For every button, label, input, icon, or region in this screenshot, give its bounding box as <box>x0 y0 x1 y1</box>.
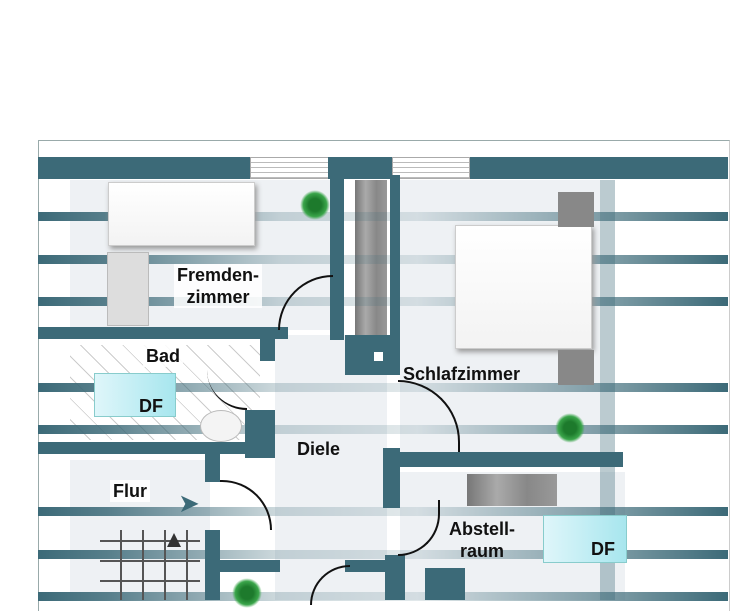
plant-icon <box>300 190 330 220</box>
room-label-line: Abstell- <box>449 519 516 539</box>
single-bed <box>108 182 255 246</box>
room-label-hall: Diele <box>297 439 341 459</box>
chimney <box>374 352 383 361</box>
room-label-line: zimmer <box>186 287 250 307</box>
roof-window-label: DF <box>591 539 615 559</box>
roof-window-bath <box>94 373 176 417</box>
roof-beam <box>600 180 615 600</box>
room-label-line: Fremden- <box>177 265 260 285</box>
plan-frame <box>38 140 730 611</box>
wall <box>383 452 623 467</box>
shelf <box>467 474 557 506</box>
wall <box>470 157 728 179</box>
wall <box>205 530 220 600</box>
arrow-right-icon: ➤ <box>178 488 200 518</box>
roof-window-label: DF <box>139 396 163 416</box>
wall <box>345 560 390 572</box>
toilet <box>200 410 242 442</box>
plant-icon <box>232 578 262 608</box>
wall <box>385 555 405 600</box>
roof-window-storage <box>543 515 627 563</box>
stair-direction-arrow-icon <box>167 533 181 547</box>
staircase <box>100 530 200 600</box>
nightstand <box>558 350 594 385</box>
room-label-bedroom: Schlafzimmer <box>403 364 521 384</box>
room-label-bath: Bad <box>143 345 184 367</box>
room-label-storage: Abstell-raum <box>446 518 518 562</box>
room-label-corridor: Flur <box>110 480 150 502</box>
plant-icon <box>555 413 585 443</box>
nightstand <box>107 252 149 326</box>
double-bed <box>455 225 592 349</box>
wall <box>260 339 275 361</box>
nightstand <box>558 192 594 227</box>
wall <box>38 327 288 339</box>
room-label-guest-room: Fremden-zimmer <box>174 264 263 308</box>
window <box>250 157 330 179</box>
wall <box>38 442 275 454</box>
room-label-line: raum <box>460 541 505 561</box>
window <box>392 157 470 179</box>
wall <box>328 157 392 179</box>
wall <box>220 560 280 572</box>
wall <box>205 454 220 482</box>
wall <box>345 335 400 375</box>
wall <box>38 157 250 179</box>
